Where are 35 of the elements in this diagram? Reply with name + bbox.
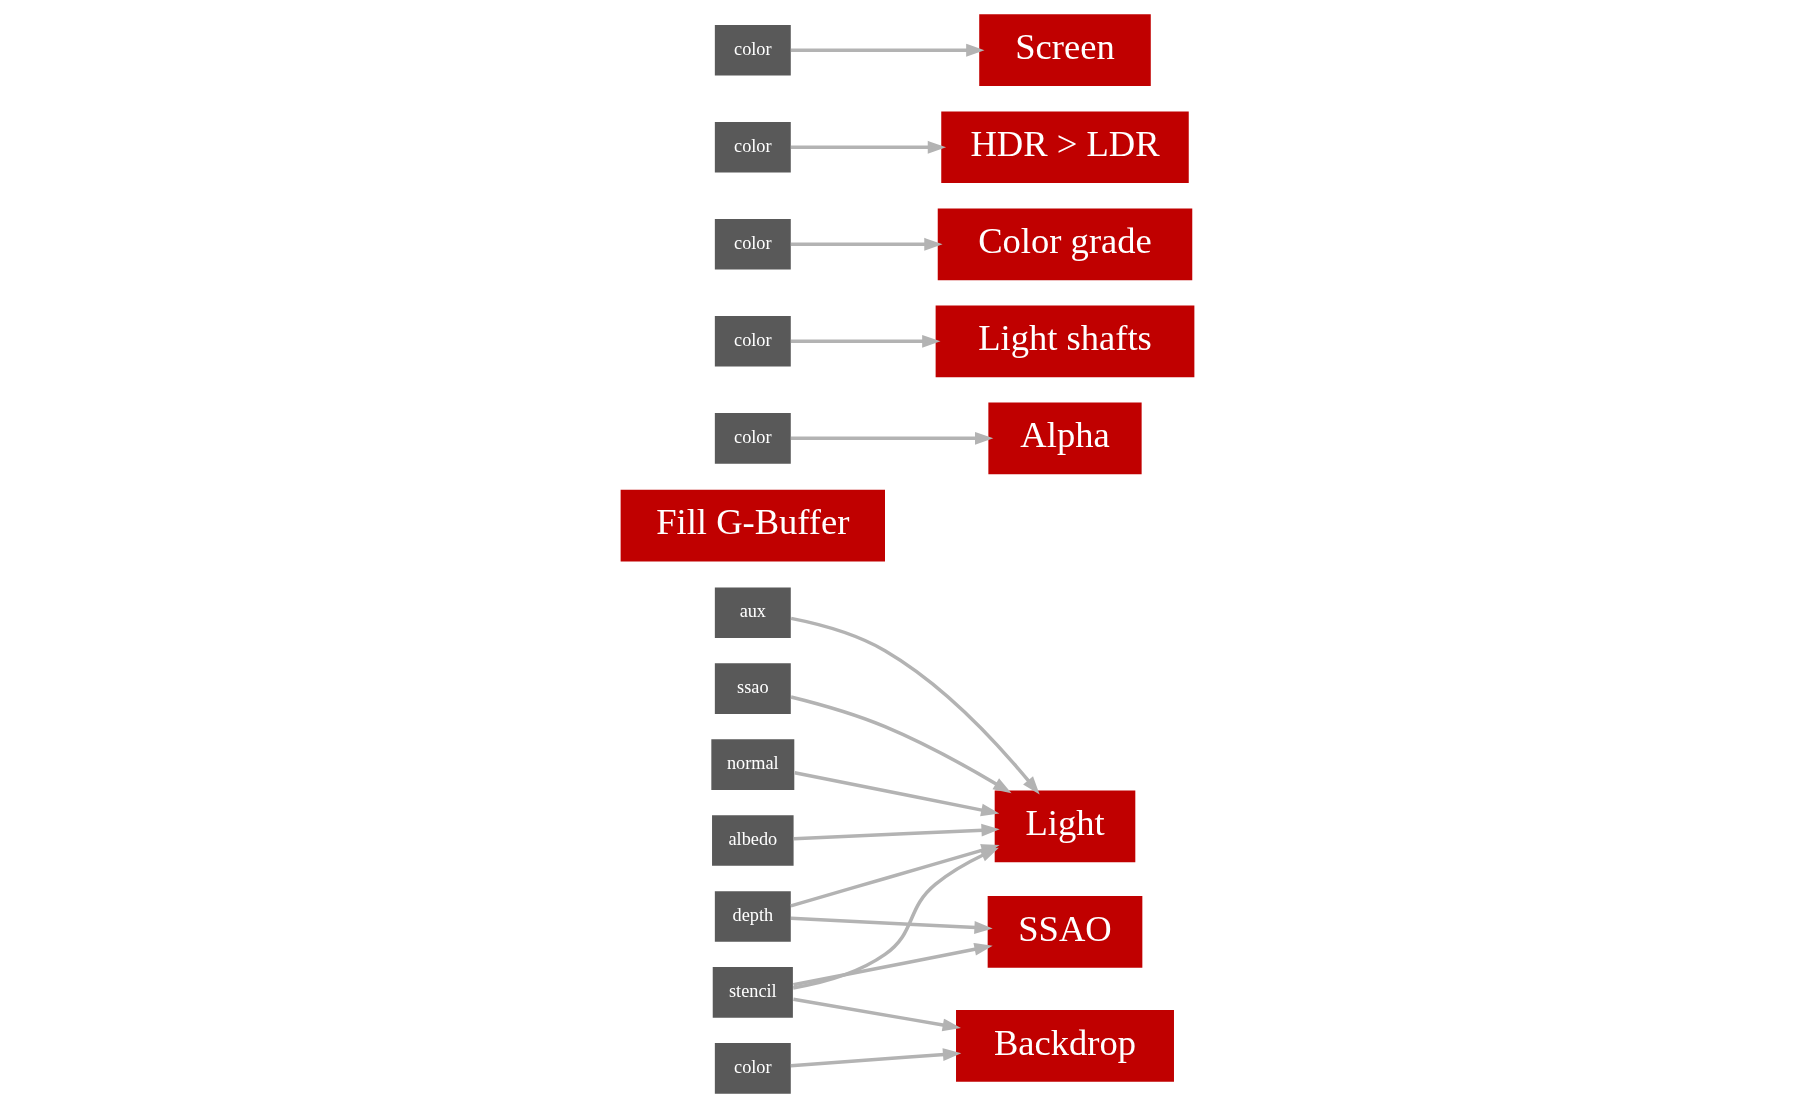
- arrow: [790, 43, 984, 57]
- node-box: color: [714, 1043, 791, 1094]
- node-box: HDR > LDR: [940, 111, 1189, 184]
- node-box: ssao: [714, 663, 791, 714]
- node-box: Alpha: [987, 402, 1142, 475]
- node-box: color: [714, 121, 791, 173]
- node-box: color: [714, 413, 791, 464]
- node-box: albedo: [711, 815, 794, 866]
- arrow: [790, 431, 993, 445]
- arrow: [793, 770, 999, 817]
- arrow: [790, 695, 1012, 794]
- arrow: [790, 237, 943, 251]
- node-box: normal: [710, 739, 794, 790]
- arrow: [792, 943, 993, 987]
- node-box: color: [714, 316, 791, 367]
- arrow: [790, 616, 1040, 795]
- arrow: [790, 140, 946, 154]
- node-box: Light: [994, 790, 1135, 863]
- node-box: color: [714, 218, 791, 270]
- node-box: Backdrop: [955, 1010, 1174, 1082]
- node-box: stencil: [712, 967, 793, 1018]
- node-box: Screen: [978, 14, 1151, 87]
- arrow: [793, 823, 1000, 841]
- node-box: depth: [714, 891, 791, 942]
- arrow: [790, 916, 993, 934]
- node-box: SSAO: [987, 896, 1142, 968]
- arrow: [790, 1048, 961, 1068]
- node-box: Light shafts: [935, 305, 1194, 378]
- node-box: Color grade: [937, 208, 1192, 281]
- node-box: aux: [714, 587, 791, 638]
- node-box: color: [714, 24, 791, 76]
- arrow: [790, 334, 940, 348]
- arrow: [792, 847, 999, 990]
- node-box: Fill G-Buffer: [620, 489, 885, 562]
- arrow: [792, 997, 961, 1032]
